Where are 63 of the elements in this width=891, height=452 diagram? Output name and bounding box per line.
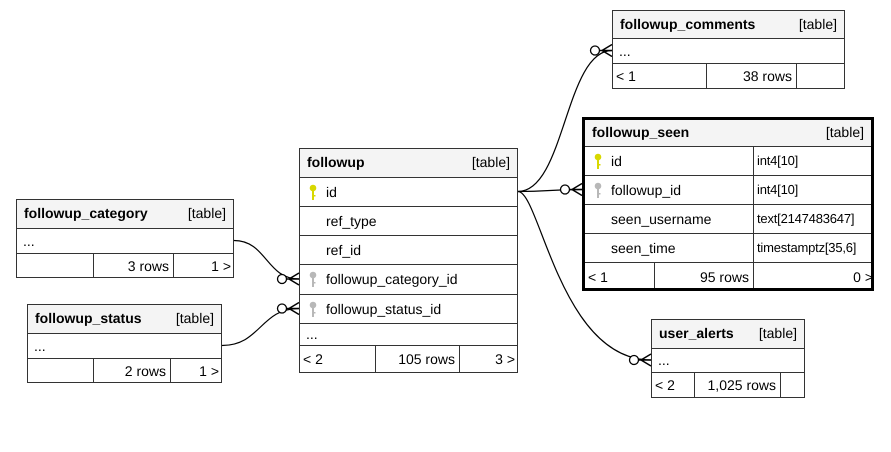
row-count: 38 rows [742,68,792,84]
column-type: text[2147483647] [757,210,854,226]
table-footer [652,372,804,397]
column-name: ... [34,338,46,354]
relationship-line [234,240,300,286]
table-name: followup_status [35,310,142,326]
column-name: id [611,152,622,168]
table-footer [585,262,871,288]
table-card [651,319,805,398]
page-link-label: 1 > [211,258,231,274]
page-link-label: < 1 [588,268,608,284]
table-footer [17,253,233,277]
page-link-label: < 1 [616,68,636,84]
page-link-label: < 2 [655,376,675,392]
column-name: ref_id [326,242,362,258]
column-name: followup_status_id [326,300,442,316]
column-name: ... [619,42,631,58]
table-type-label: [table] [188,205,226,221]
table-card [612,10,845,89]
column-name: ref_type [326,212,377,228]
column-name: followup_category_id [326,271,458,287]
table-name: user_alerts [659,325,734,341]
table-type-label: [table] [472,154,510,170]
table-type-label: [table] [176,310,214,326]
table-footer [300,345,517,372]
table-card [16,199,234,278]
column-name: followup_id [611,182,682,198]
table-type-label: [table] [826,124,864,140]
table-footer [613,63,844,88]
column-name: ... [23,232,35,248]
row-count: 105 rows [398,351,455,367]
column-row [585,233,871,262]
row-count: 1,025 rows [708,376,776,392]
column-type: int4[10] [757,182,798,198]
table-type-label: [table] [758,325,797,341]
table-footer [28,358,221,382]
table-type-label: [table] [798,16,837,32]
relationship-line [518,182,583,196]
column-name: seen_username [611,210,712,226]
table-card [582,117,874,291]
table-name: followup_category [24,205,148,221]
row-count: 3 rows [128,258,169,274]
column-row [585,175,871,204]
column-type: int4[10] [757,152,798,168]
table-name: followup_comments [620,16,756,32]
column-name: id [326,184,337,200]
table-card [299,148,518,373]
relationship-line [518,44,614,192]
page-link-label: < 2 [303,351,323,367]
table-name: followup_seen [592,124,690,140]
relationship-line [518,190,653,367]
column-name: seen_time [611,240,676,256]
column-type: timestamptz[35,6] [757,240,856,256]
row-count: 2 rows [124,362,166,378]
column-name: ... [658,352,670,368]
table-card [27,304,222,383]
relationship-line [222,302,300,346]
column-row [585,204,871,233]
page-link-label: 3 > [495,351,515,367]
table-name: followup [307,154,365,170]
row-count: 95 rows [700,268,749,284]
column-name: ... [306,326,318,342]
page-link-label: 1 > [199,362,219,378]
